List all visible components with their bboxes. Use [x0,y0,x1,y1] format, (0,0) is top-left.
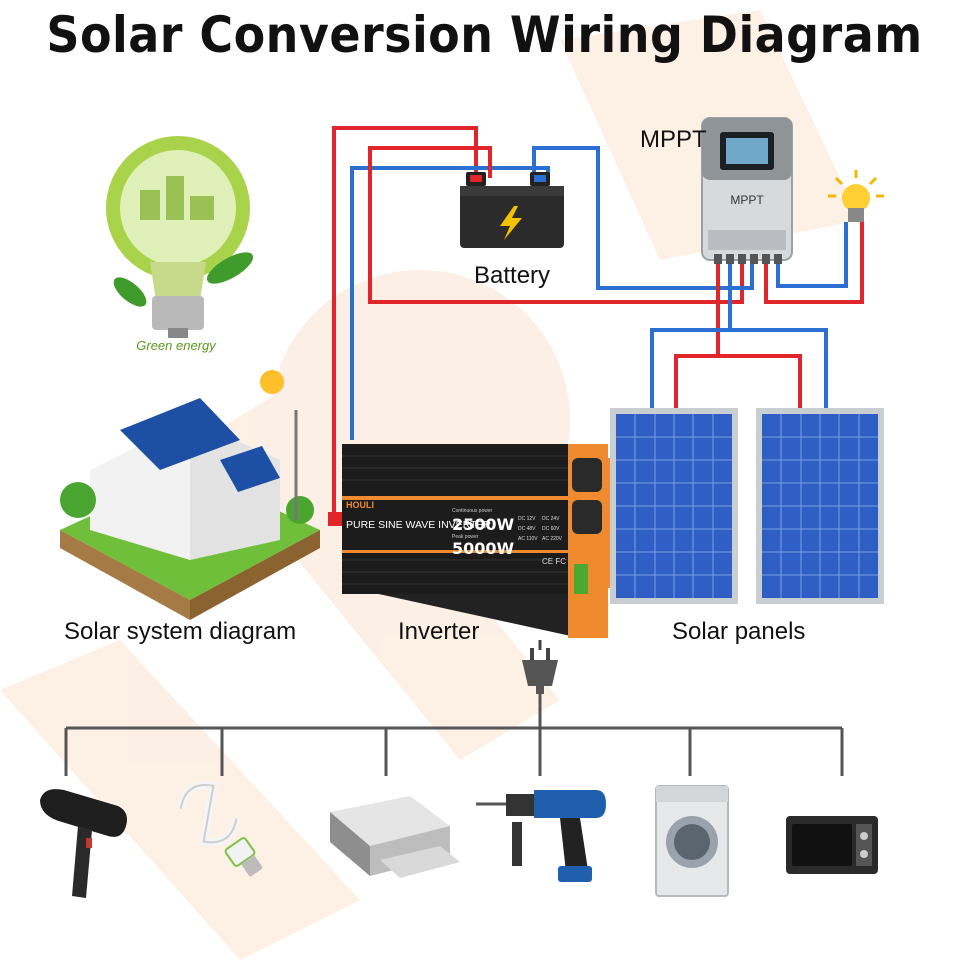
mppt-device-label: MPPT [730,193,764,207]
wire-battery-mppt-pos [368,146,744,304]
solar-panel-right [756,408,884,604]
inverter-peak-label: Peak power [452,534,479,540]
inverter-spec-5: AC 110V [518,536,538,542]
mppt-label: MPPT [640,126,707,153]
mppt-controller-icon: MPPT [701,117,793,264]
distribution-lines [64,694,844,776]
solar-panels [610,408,884,604]
inverter-spec-6: AC 220V [542,536,563,542]
ac-plug-icon [522,640,558,694]
battery-icon [460,172,564,248]
inverter-device: HOULI PURE SINE WAVE INVERTER Continuous… [328,444,618,638]
wire-mppt-lamp-pos [764,222,864,304]
green-energy-label: Green energy [136,338,217,353]
inverter-name: PURE SINE WAVE INVERTER [346,519,491,531]
green-energy-bulb-icon: Green energy [106,136,254,353]
inverter-spec-3: DC 48V [518,526,536,532]
inverter-cert: CE FC [542,557,566,566]
inverter-label: Inverter [398,618,480,645]
light-bulb-icon [828,170,884,222]
inverter-spec-2: DC 24V [542,516,560,522]
inverter-brand: HOULI [346,500,374,510]
solar-system-diagram-label: Solar system diagram [64,618,297,645]
battery-label: Battery [474,262,551,289]
power-drill-icon [476,790,606,882]
solar-panels-label: Solar panels [672,618,806,645]
inverter-continuous-label: Continuous power [452,508,493,514]
page-title: Solar Conversion Wiring Diagram [46,6,923,64]
solar-panel-left [610,408,738,604]
wire-mppt-lamp-neg [776,222,848,288]
inverter-spec-4: DC 60V [542,526,560,532]
wire-mppt-panels-pos [674,262,802,410]
inverter-peak-power: 5000W [452,539,515,558]
microwave-oven-icon [786,816,878,874]
hair-dryer-icon [40,789,127,898]
wire-inverter-battery-pos [332,126,478,520]
washing-machine-icon [655,785,729,897]
cfl-bulb-icon [176,781,263,877]
printer-icon [330,796,460,878]
inverter-spec-1: DC 12V [518,516,536,522]
wire-battery-mppt-neg [532,146,754,290]
solar-house-icon [60,370,320,620]
inverter-continuous-power: 2500W [452,515,515,534]
wire-mppt-panels-neg [650,262,828,410]
